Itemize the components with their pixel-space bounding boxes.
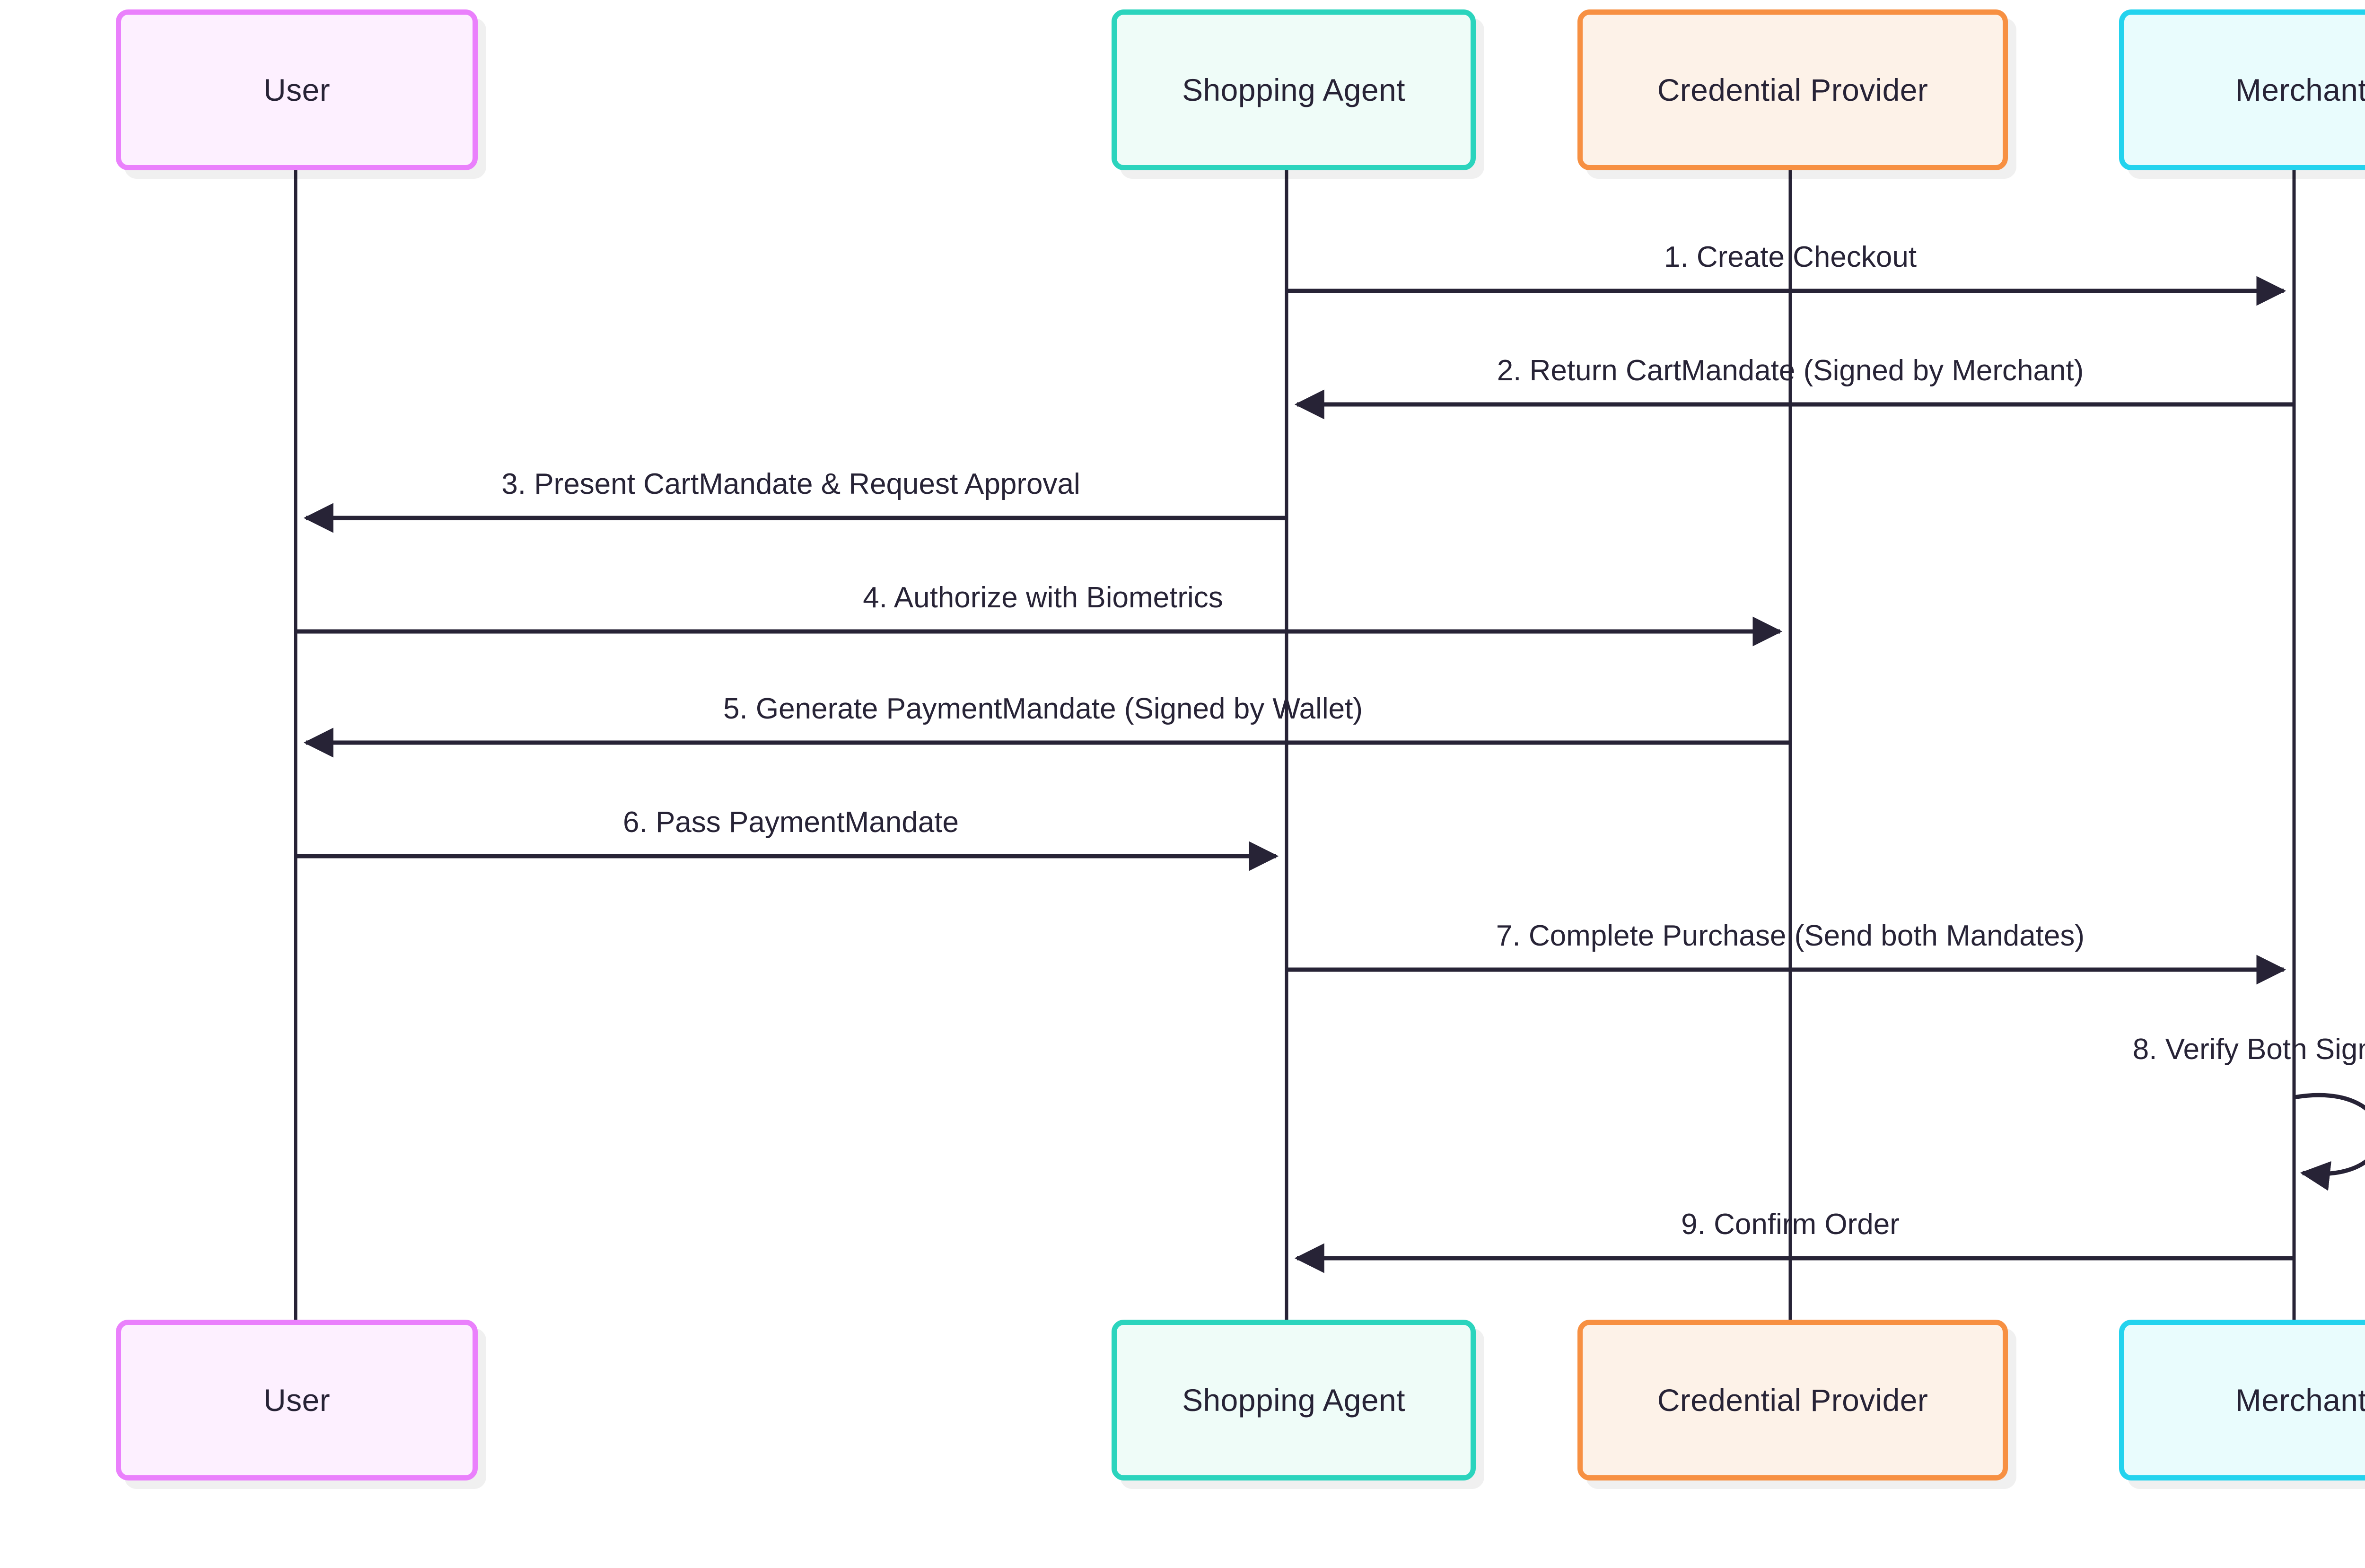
participant-label-agent: Shopping Agent	[1182, 1383, 1405, 1418]
lifelines-group	[294, 170, 2296, 1320]
participant-label-cred: Credential Provider	[1657, 72, 1928, 107]
message-label-4: 4. Authorize with Biometrics	[863, 581, 1223, 614]
participant-header-merchant[interactable]: Merchant	[2119, 9, 2365, 170]
participant-header-cred[interactable]: Credential Provider	[1577, 9, 2008, 170]
message-label-9: 9. Confirm Order	[1681, 1208, 1900, 1241]
message-label-6: 6. Pass PaymentMandate	[623, 806, 959, 839]
participant-label-cred: Credential Provider	[1657, 1383, 1928, 1418]
participant-header-user[interactable]: User	[116, 9, 478, 170]
participant-footer-user[interactable]: User	[116, 1320, 478, 1480]
participant-label-merchant: Merchant	[2235, 72, 2365, 107]
participant-header-agent[interactable]: Shopping Agent	[1112, 9, 1476, 170]
message-label-3: 3. Present CartMandate & Request Approva…	[501, 468, 1080, 500]
message-label-2: 2. Return CartMandate (Signed by Merchan…	[1497, 354, 2084, 387]
participant-label-user: User	[263, 1383, 330, 1418]
participant-footer-agent[interactable]: Shopping Agent	[1112, 1320, 1476, 1480]
message-label-5: 5. Generate PaymentMandate (Signed by Wa…	[723, 692, 1363, 725]
message-label-1: 1. Create Checkout	[1664, 241, 1917, 273]
message-arrows-group	[296, 276, 2365, 1273]
participant-label-user: User	[263, 72, 330, 107]
participant-label-agent: Shopping Agent	[1182, 72, 1405, 107]
participant-label-merchant: Merchant	[2235, 1383, 2365, 1418]
message-label-8: 8. Verify Both Signatures	[2132, 1033, 2365, 1066]
participant-footer-cred[interactable]: Credential Provider	[1577, 1320, 2008, 1480]
participant-footer-merchant[interactable]: Merchant	[2119, 1320, 2365, 1480]
message-label-7: 7. Complete Purchase (Send both Mandates…	[1496, 920, 2085, 952]
message-arrow-self-8	[2294, 1093, 2365, 1191]
